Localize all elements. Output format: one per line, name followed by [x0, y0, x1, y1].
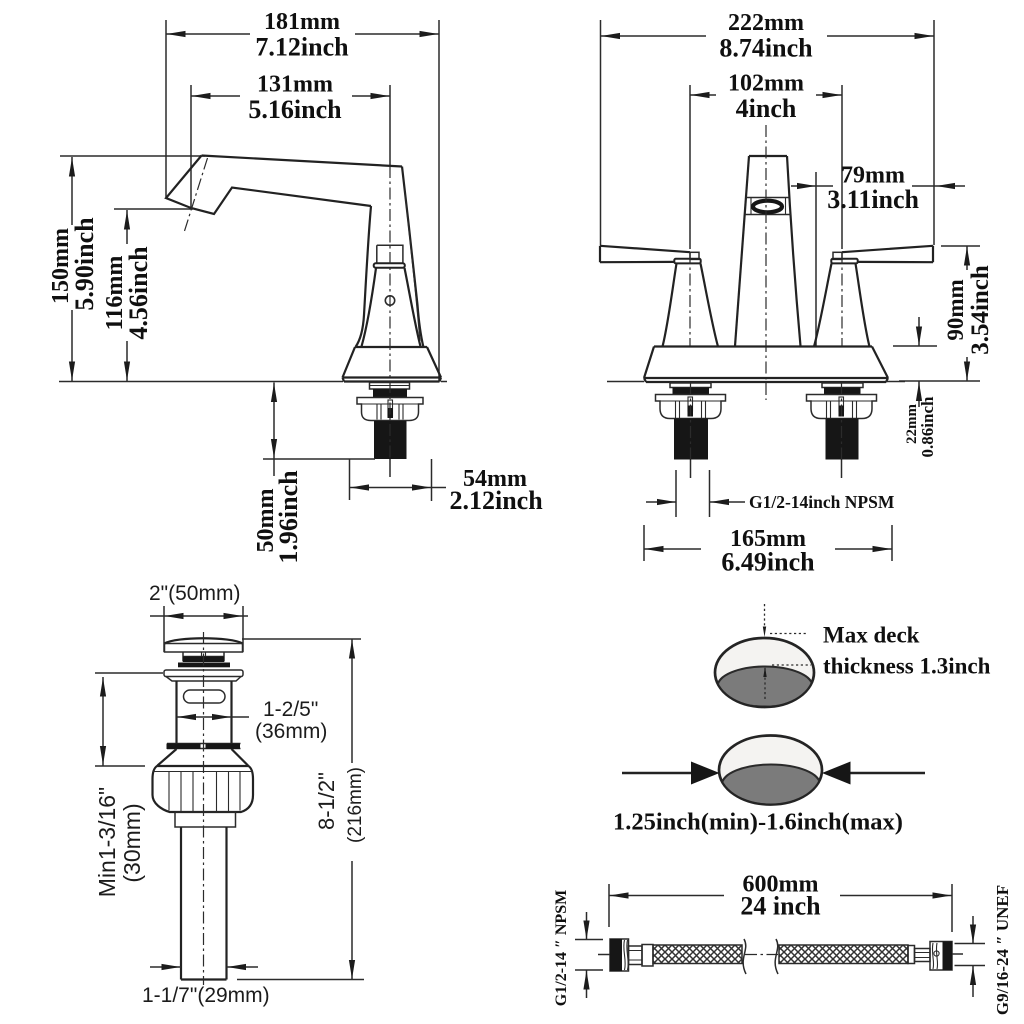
svg-text:2"(50mm): 2"(50mm) — [149, 582, 240, 605]
svg-text:7.12inch: 7.12inch — [255, 33, 349, 62]
svg-text:102mm: 102mm — [728, 71, 804, 97]
svg-text:22mm: 22mm — [904, 404, 920, 444]
svg-text:4.56inch: 4.56inch — [124, 246, 153, 340]
svg-text:181mm: 181mm — [264, 9, 340, 35]
svg-text:150mm: 150mm — [48, 228, 74, 304]
svg-text:116mm: 116mm — [102, 256, 128, 331]
svg-text:G1/2-14 ″ NPSM: G1/2-14 ″ NPSM — [553, 890, 570, 1006]
svg-text:8-1/2": 8-1/2" — [314, 772, 339, 830]
svg-text:50mm: 50mm — [253, 489, 279, 553]
svg-text:1-1/7"(29mm): 1-1/7"(29mm) — [142, 984, 270, 1007]
svg-text:1.96inch: 1.96inch — [274, 470, 303, 564]
svg-text:2.12inch: 2.12inch — [450, 486, 544, 515]
svg-text:0.86inch: 0.86inch — [918, 396, 937, 457]
svg-text:4inch: 4inch — [736, 94, 797, 123]
svg-text:90mm: 90mm — [943, 279, 968, 340]
svg-text:1.25inch(min)-1.6inch(max): 1.25inch(min)-1.6inch(max) — [613, 809, 903, 836]
svg-text:79mm: 79mm — [841, 163, 905, 189]
svg-text:165mm: 165mm — [730, 526, 806, 552]
svg-text:3.11inch: 3.11inch — [827, 185, 919, 214]
svg-text:24 inch: 24 inch — [740, 892, 821, 921]
svg-text:G9/16-24 ″ UNEF: G9/16-24 ″ UNEF — [993, 885, 1012, 1015]
svg-text:(216mm): (216mm) — [345, 767, 366, 843]
svg-text:(36mm): (36mm) — [255, 720, 327, 743]
svg-text:5.90inch: 5.90inch — [70, 217, 99, 311]
svg-text:5.16inch: 5.16inch — [248, 95, 342, 124]
svg-text:Min1-3/16": Min1-3/16" — [94, 787, 120, 897]
svg-text:(30mm): (30mm) — [119, 803, 145, 882]
svg-text:1-2/5": 1-2/5" — [263, 698, 318, 721]
svg-text:3.54inch: 3.54inch — [967, 265, 994, 355]
svg-text:thickness 1.3inch: thickness 1.3inch — [823, 654, 991, 679]
svg-text:8.74inch: 8.74inch — [719, 34, 813, 63]
svg-text:600mm: 600mm — [743, 872, 819, 898]
svg-text:54mm: 54mm — [463, 466, 527, 492]
svg-text:131mm: 131mm — [257, 72, 333, 98]
svg-text:Max deck: Max deck — [823, 623, 920, 648]
svg-text:222mm: 222mm — [728, 10, 804, 36]
svg-text:G1/2-14inch NPSM: G1/2-14inch NPSM — [749, 492, 895, 512]
svg-text:6.49inch: 6.49inch — [721, 548, 815, 577]
